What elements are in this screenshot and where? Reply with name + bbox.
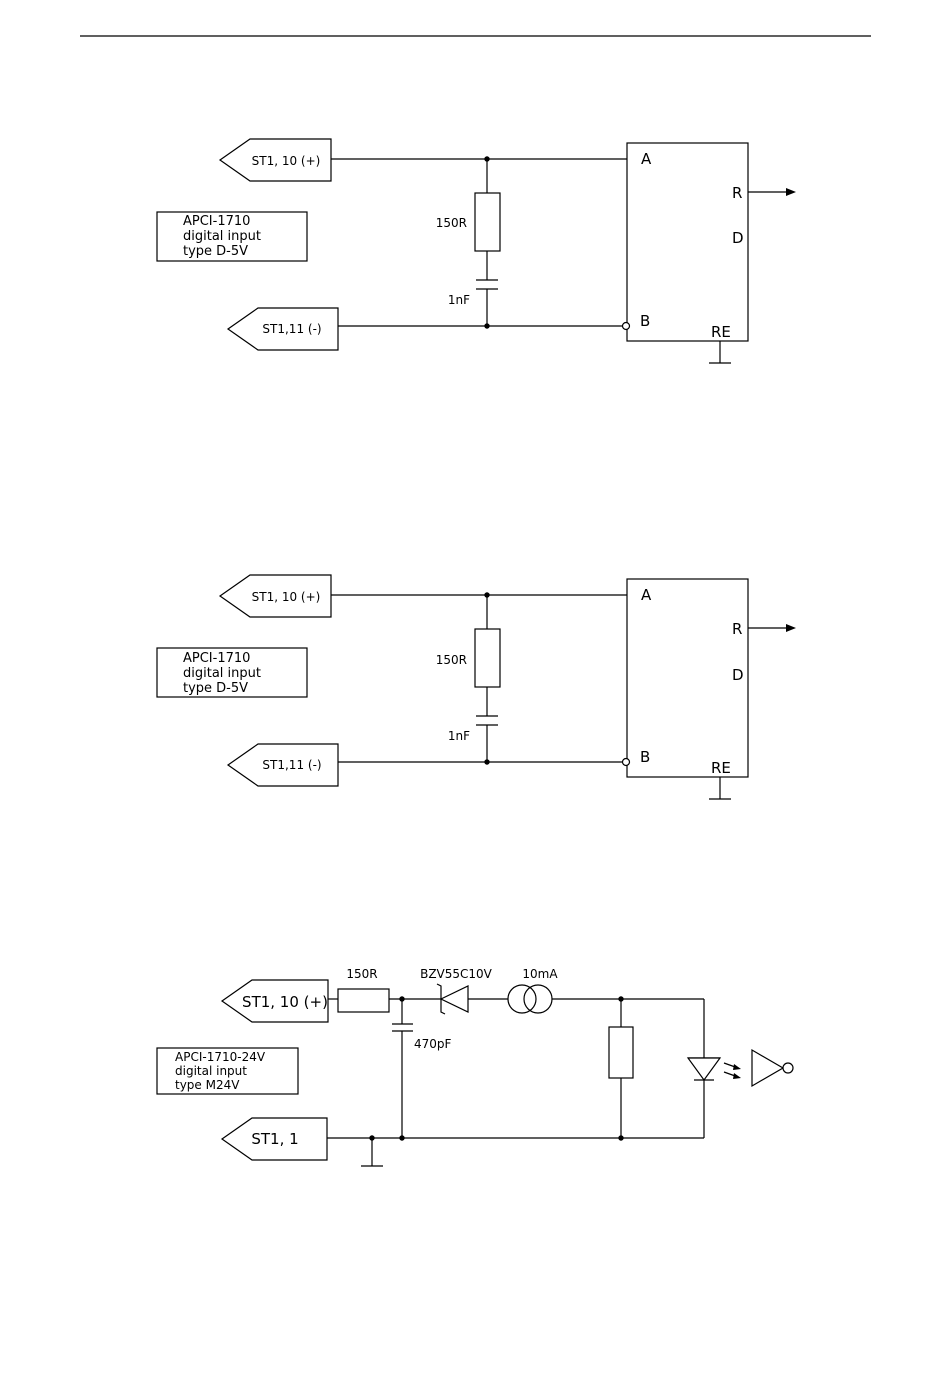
diagram-3-24v-input: ST1, 10 (+) ST1, 1 APCI-1710-24V digital… (157, 967, 793, 1166)
card-type: type D-5V (183, 681, 248, 696)
junction-dot (399, 1135, 404, 1140)
resistor-label: 150R (436, 216, 467, 230)
connector-plus: ST1, 10 (+) (222, 980, 328, 1022)
ground-symbol (709, 341, 731, 363)
card-label-box: APCI-1710-24V digital input type M24V (157, 1048, 298, 1094)
capacitor-label: 470pF (414, 1037, 452, 1051)
card-name: APCI-1710-24V (175, 1050, 266, 1064)
resistor-150r (338, 989, 389, 1012)
junction-dot (484, 323, 489, 328)
card-desc: digital input (183, 229, 261, 244)
pin-d: D (732, 229, 744, 247)
junction-dot (484, 156, 489, 161)
ground-symbol (361, 1138, 383, 1166)
zener-label: BZV55C10V (420, 967, 493, 981)
pin-b: B (640, 312, 650, 330)
card-name: APCI-1710 (183, 651, 250, 666)
connector-minus-label: ST1,11 (-) (262, 758, 321, 772)
diagram-2-rs422-input: ST1, 10 (+) ST1,11 (-) APCI-1710 digital… (157, 575, 796, 799)
capacitor-1nf (476, 280, 498, 289)
shunt-resistor (609, 1027, 633, 1078)
pin-a: A (641, 150, 652, 168)
pin-r: R (732, 184, 742, 202)
ground-symbol (709, 777, 731, 799)
connector-minus: ST1, 1 (222, 1118, 327, 1160)
card-label-box: APCI-1710 digital input type D-5V (157, 212, 307, 261)
junction-dot (618, 1135, 623, 1140)
resistor-150r (475, 193, 500, 251)
pin-r: R (732, 620, 742, 638)
capacitor-label: 1nF (448, 729, 470, 743)
connector-plus-label: ST1, 10 (+) (252, 590, 321, 604)
pin-a: A (641, 586, 652, 604)
connector-minus-label: ST1,11 (-) (262, 322, 321, 336)
inverting-input-bubble (623, 759, 630, 766)
diagram-1-rs422-input: ST1, 10 (+) ST1,11 (-) APCI-1710 digital… (157, 139, 796, 363)
current-source-label: 10mA (522, 967, 558, 981)
connector-plus-label: ST1, 10 (+) (242, 993, 328, 1011)
zener-diode (437, 984, 468, 1014)
card-type: type M24V (175, 1078, 240, 1092)
junction-dot (399, 996, 404, 1001)
line-receiver-ic: A B R D RE (623, 143, 749, 341)
line-receiver-ic: A B R D RE (623, 579, 749, 777)
output-arrow (748, 624, 796, 632)
connector-plus: ST1, 10 (+) (220, 575, 331, 617)
capacitor-1nf (476, 716, 498, 725)
card-desc: digital input (183, 666, 261, 681)
junction-dot (484, 592, 489, 597)
connector-minus: ST1,11 (-) (228, 308, 338, 350)
current-source (508, 985, 552, 1013)
wires (327, 999, 704, 1138)
capacitor-470pf (392, 1024, 413, 1031)
capacitor-label: 1nF (448, 293, 470, 307)
connector-minus-label: ST1, 1 (251, 1130, 298, 1148)
card-desc: digital input (175, 1064, 247, 1078)
connector-plus-label: ST1, 10 (+) (252, 154, 321, 168)
resistor-150r (475, 629, 500, 687)
junction-dot (484, 759, 489, 764)
card-name: APCI-1710 (183, 214, 250, 229)
pin-re: RE (711, 323, 731, 341)
inverting-input-bubble (623, 323, 630, 330)
card-type: type D-5V (183, 244, 248, 259)
connector-plus: ST1, 10 (+) (220, 139, 331, 181)
connector-minus: ST1,11 (-) (228, 744, 338, 786)
resistor-label: 150R (346, 967, 377, 981)
resistor-label: 150R (436, 653, 467, 667)
junction-dot (618, 996, 623, 1001)
pin-re: RE (711, 759, 731, 777)
output-arrow (748, 188, 796, 196)
optocoupler-led (688, 1058, 741, 1080)
card-label-box: APCI-1710 digital input type D-5V (157, 648, 307, 697)
inverter-buffer (752, 1050, 793, 1086)
pin-b: B (640, 748, 650, 766)
pin-d: D (732, 666, 744, 684)
